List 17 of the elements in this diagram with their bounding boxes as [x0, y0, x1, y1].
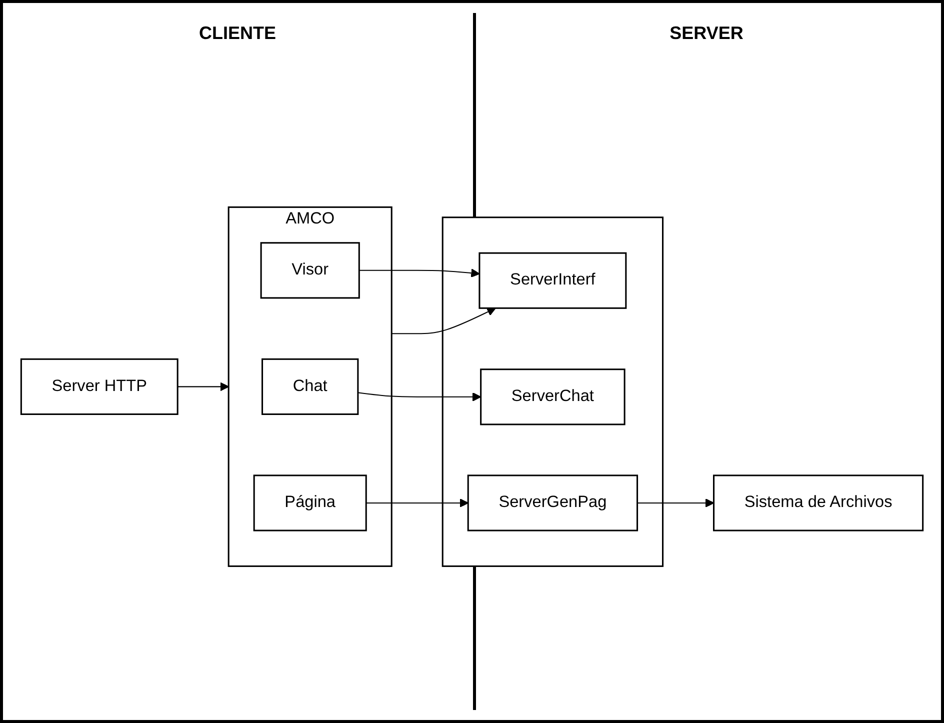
node-box: Sistema de Archivos — [713, 474, 924, 532]
node-box: Página — [253, 474, 367, 532]
node-box: ServerInterf — [478, 252, 627, 309]
arrow — [359, 268, 480, 278]
node-box: Chat — [262, 358, 359, 415]
arrow — [392, 307, 496, 334]
cluster — [442, 216, 664, 567]
arrow — [178, 382, 229, 391]
node-box: ServerChat — [480, 368, 626, 425]
column-heading: SERVER — [668, 22, 744, 45]
node-box: ServerGenPag — [467, 474, 638, 532]
arrow — [637, 498, 714, 508]
arrow — [366, 498, 469, 508]
node-box: Server HTTP — [20, 358, 178, 415]
node-box: Visor — [260, 242, 360, 299]
arrow — [358, 392, 482, 402]
column-heading: CLIENTE — [198, 22, 277, 45]
